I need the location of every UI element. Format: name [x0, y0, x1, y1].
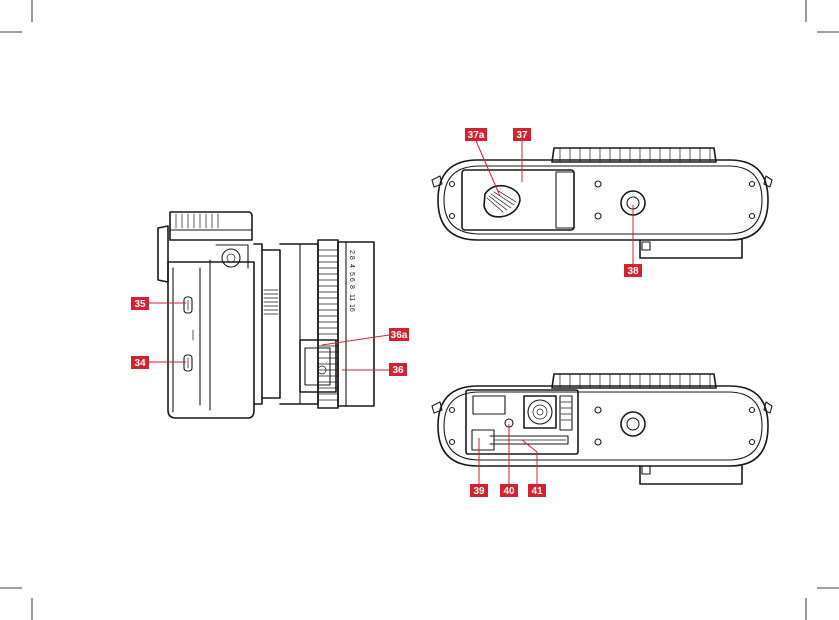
callout-40: 40 [500, 424, 518, 497]
aperture-16: 16 [348, 304, 355, 312]
callout-38-label: 38 [627, 266, 639, 277]
aperture-scale: 2.8 4 5.6 8 11 16 [348, 250, 355, 312]
callout-38: 38 [624, 205, 642, 277]
camera-side-view: 2.8 4 5.6 8 11 16 [157, 211, 375, 419]
callout-41: 41 [521, 439, 546, 497]
callout-40-label: 40 [503, 486, 515, 497]
aperture-5-6: 5.6 [348, 272, 355, 282]
callout-39-label: 39 [473, 486, 485, 497]
aperture-11: 11 [348, 294, 355, 301]
callout-34-label: 34 [134, 358, 146, 369]
aperture-2-8: 2.8 [348, 250, 355, 260]
callout-36a: 36a [321, 328, 409, 346]
callout-37-label: 37 [516, 130, 528, 141]
aperture-4: 4 [348, 264, 355, 268]
callout-36: 36 [342, 363, 407, 376]
callout-35-label: 35 [134, 299, 146, 310]
callout-37: 37 [513, 128, 531, 182]
callout-36-label: 36 [392, 365, 404, 376]
callout-34: 34 [131, 356, 186, 369]
aperture-8: 8 [348, 285, 355, 289]
camera-bottom-view-open [431, 373, 773, 485]
callout-37a: 37a [465, 128, 501, 197]
callout-35: 35 [131, 297, 186, 310]
camera-bottom-view-closed [431, 147, 773, 259]
callout-37a-label: 37a [468, 130, 485, 141]
callout-36a-label: 36a [391, 330, 408, 341]
callout-39: 39 [470, 438, 488, 497]
callout-41-label: 41 [531, 486, 543, 497]
